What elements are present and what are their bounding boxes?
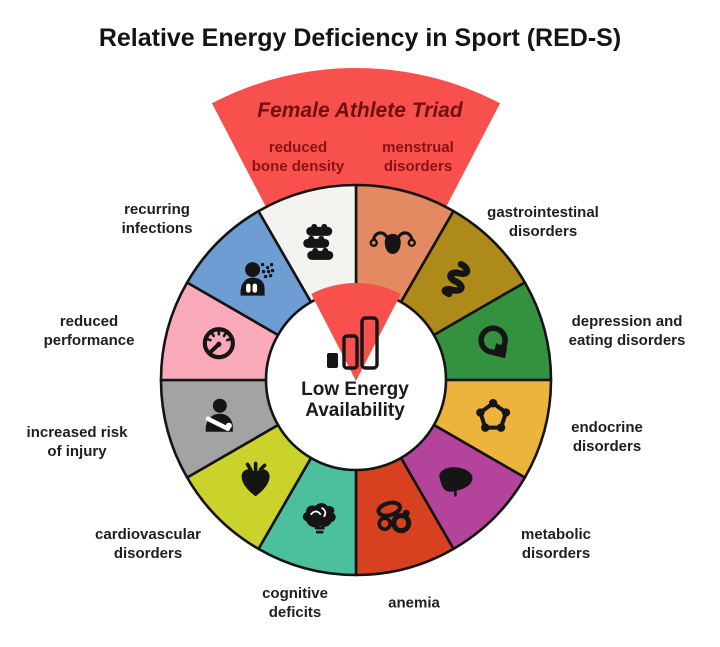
label-increased-risk-of-injury: increased risk of injury: [27, 423, 128, 461]
uterus-icon: [369, 231, 416, 254]
label-recurring-infections: recurring infections: [122, 200, 193, 238]
fan-title: Female Athlete Triad: [257, 99, 463, 122]
label-line: deficits: [268, 604, 322, 621]
label-depression-and-eating-disorders: depression and eating disorders: [569, 312, 686, 350]
label-gastrointestinal-disorders: gastrointestinal disorders: [487, 203, 599, 241]
center-label: Low Energy Availability: [301, 379, 409, 421]
page-title: Relative Energy Deficiency in Sport (RED…: [98, 24, 622, 52]
label-line: depression and: [571, 313, 683, 330]
label-menstrual-disorders: menstrual disorders: [382, 138, 454, 176]
coughing-person-icon: [240, 262, 275, 296]
label-line: metabolic: [520, 526, 592, 543]
label-metabolic-disorders: metabolic disorders: [521, 525, 591, 563]
female-athlete-triad-fan: [211, 67, 501, 207]
bar-chart-icon: [327, 316, 379, 370]
label-reduced-bone-density: reduced bone density: [252, 138, 345, 176]
label-anemia: anemia: [388, 594, 440, 613]
label-endocrine-disorders: endocrine disorders: [571, 418, 643, 456]
label-line: increased risk: [26, 424, 128, 441]
injured-person-icon: [205, 398, 233, 432]
center-label-line1: Low Energy: [301, 379, 409, 400]
label-line: disorders: [113, 545, 183, 562]
intestines-icon: [441, 260, 471, 298]
label-line: performance: [43, 332, 135, 349]
blood-cells-icon: [376, 500, 412, 534]
label-line: cognitive: [262, 585, 328, 602]
label-line: disorders: [508, 223, 578, 240]
label-line: disorders: [383, 158, 453, 175]
label-line: anemia: [388, 594, 440, 612]
label-cardiovascular-disorders: cardiovascular disorders: [95, 525, 201, 563]
heart-icon: [241, 461, 270, 497]
molecule-icon: [476, 399, 511, 432]
label-line: disorders: [521, 545, 591, 562]
label-line: eating disorders: [568, 332, 686, 349]
label-reduced-performance: reduced performance: [44, 312, 135, 350]
liver-icon: [439, 467, 473, 497]
label-line: disorders: [572, 438, 642, 455]
label-line: infections: [121, 220, 193, 237]
label-line: endocrine: [571, 419, 643, 436]
label-line: gastrointestinal: [487, 204, 599, 221]
fan-inner-wedge: [311, 282, 401, 381]
label-line: reduced: [59, 313, 119, 330]
label-line: recurring: [124, 201, 190, 218]
label-line: menstrual: [382, 139, 454, 156]
center-label-line2: Availability: [305, 400, 405, 421]
head-icon: [478, 325, 508, 359]
label-line: of injury: [47, 443, 107, 460]
label-line: cardiovascular: [95, 526, 201, 543]
label-cognitive-deficits: cognitive deficits: [262, 584, 328, 622]
label-line: reduced: [268, 139, 328, 156]
brain-icon: [302, 503, 336, 534]
spine-icon: [303, 223, 334, 260]
label-line: bone density: [251, 158, 345, 175]
gauge-icon: [202, 327, 235, 360]
